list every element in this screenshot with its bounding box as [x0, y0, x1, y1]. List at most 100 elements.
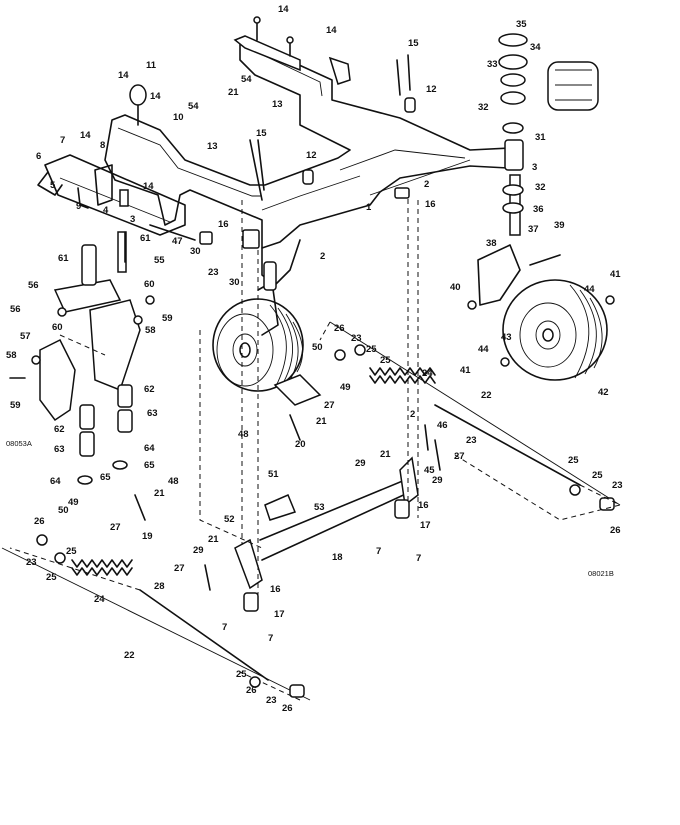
callout-33: 33 [487, 59, 498, 70]
callout-23: 23 [612, 480, 623, 491]
linkage-rods [1, 321, 621, 701]
callout-16: 16 [418, 500, 429, 511]
callout-11: 11 [146, 60, 157, 71]
callout-29: 29 [432, 475, 443, 486]
callout-47: 47 [172, 236, 183, 247]
callout-45: 45 [424, 465, 435, 476]
callout-57: 57 [20, 331, 31, 342]
image-code-left: 08053A [6, 439, 32, 448]
callout-39: 39 [554, 220, 565, 231]
callout-24: 24 [94, 594, 105, 605]
callout-60: 60 [144, 279, 155, 290]
callout-58: 58 [145, 325, 156, 336]
callout-56: 56 [10, 304, 21, 315]
callout-35: 35 [516, 19, 527, 30]
callout-14: 14 [278, 4, 289, 15]
image-code-right: 08021B [588, 569, 614, 578]
callout-54: 54 [241, 74, 252, 85]
callout-3: 3 [130, 214, 135, 225]
callout-51: 51 [268, 469, 279, 480]
callout-41: 41 [460, 365, 471, 376]
callout-59: 59 [162, 313, 173, 324]
callout-50: 50 [58, 505, 69, 516]
callout-14: 14 [326, 25, 337, 36]
callout-61: 61 [140, 233, 151, 244]
callout-3: 3 [532, 162, 537, 173]
callout-2: 2 [424, 179, 429, 190]
callout-64: 64 [144, 443, 155, 454]
callout-60: 60 [52, 322, 63, 333]
callout-7: 7 [222, 622, 227, 633]
callout-17: 17 [274, 609, 285, 620]
callout-9: 9 [76, 201, 81, 212]
callout-25: 25 [568, 455, 579, 466]
callout-40: 40 [450, 282, 461, 293]
caster-wheel-right [477, 33, 608, 381]
callout-18: 18 [332, 552, 343, 563]
callout-46: 46 [437, 420, 448, 431]
callout-14: 14 [118, 70, 129, 81]
callout-61: 61 [58, 253, 69, 264]
callout-13: 13 [207, 141, 218, 152]
callout-8: 8 [100, 140, 105, 151]
callout-42: 42 [598, 387, 609, 398]
callout-14: 14 [150, 91, 161, 102]
callout-15: 15 [256, 128, 267, 139]
callout-14: 14 [143, 181, 154, 192]
callout-23: 23 [26, 557, 37, 568]
callout-25: 25 [66, 546, 77, 557]
callout-17: 17 [420, 520, 431, 531]
callout-25: 25 [380, 355, 391, 366]
callout-16: 16 [218, 219, 229, 230]
callout-23: 23 [266, 695, 277, 706]
fasteners [9, 16, 615, 688]
callout-55: 55 [154, 255, 165, 266]
callout-23: 23 [466, 435, 477, 446]
callout-1: 1 [366, 202, 372, 213]
callout-62: 62 [144, 384, 155, 395]
projection-lines [9, 190, 622, 701]
callout-43: 43 [501, 332, 512, 343]
callout-54: 54 [188, 101, 199, 112]
callout-27: 27 [454, 451, 465, 462]
callout-65: 65 [100, 472, 111, 483]
callout-52: 52 [224, 514, 235, 525]
callout-31: 31 [535, 132, 546, 143]
callout-58: 58 [6, 350, 17, 361]
callout-28: 28 [154, 581, 165, 592]
callout-30: 30 [190, 246, 201, 257]
callout-38: 38 [486, 238, 497, 249]
left-bracket-assembly [37, 154, 196, 241]
callout-2: 2 [410, 409, 415, 420]
callout-15: 15 [408, 38, 419, 49]
callout-22: 22 [124, 650, 135, 661]
callout-5: 5 [50, 180, 56, 191]
callout-32: 32 [535, 182, 546, 193]
callout-21: 21 [154, 488, 165, 499]
callout-37: 37 [528, 224, 539, 235]
callout-7: 7 [376, 546, 381, 557]
callout-26: 26 [334, 323, 345, 334]
callout-27: 27 [110, 522, 121, 533]
spring-lower [71, 559, 133, 576]
callout-14: 14 [80, 130, 91, 141]
callout-2: 2 [320, 251, 325, 262]
callout-36: 36 [533, 204, 544, 215]
callout-27: 27 [174, 563, 185, 574]
callout-62: 62 [54, 424, 65, 435]
callout-7: 7 [60, 135, 65, 146]
callout-24: 24 [422, 368, 433, 379]
callout-26: 26 [246, 685, 257, 696]
callout-25: 25 [592, 470, 603, 481]
callout-44: 44 [584, 284, 595, 295]
callout-4: 4 [103, 205, 109, 216]
callout-29: 29 [193, 545, 204, 556]
callout-19: 19 [142, 531, 153, 542]
callout-21: 21 [208, 534, 219, 545]
callout-49: 49 [68, 497, 79, 508]
callout-21: 21 [316, 416, 327, 427]
callout-30: 30 [229, 277, 240, 288]
callout-20: 20 [295, 439, 306, 450]
